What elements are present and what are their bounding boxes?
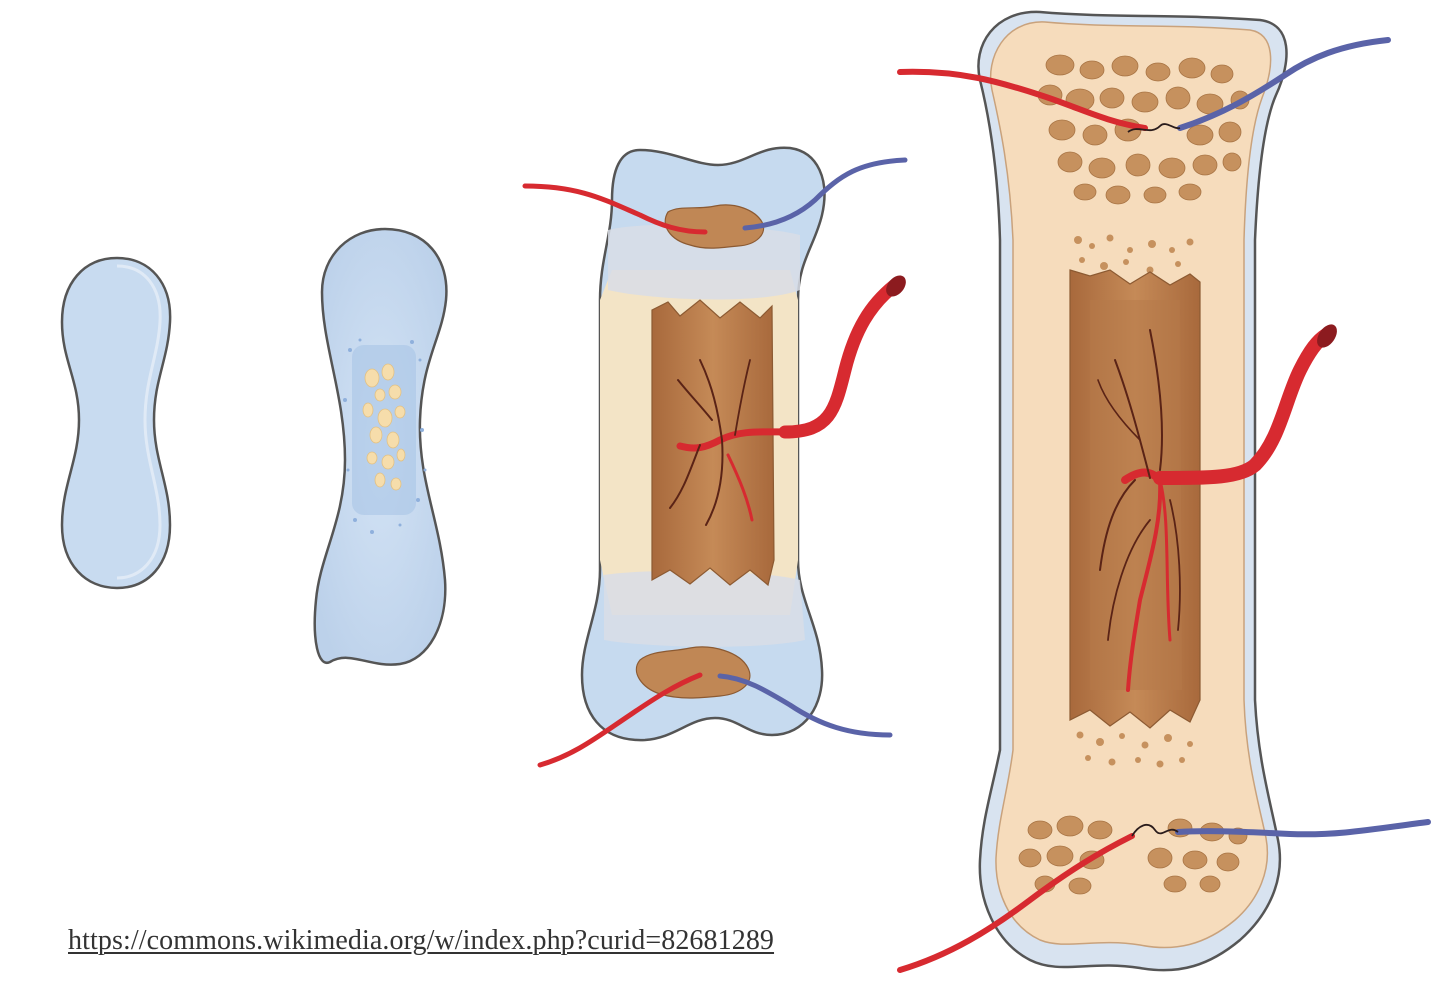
stage-4-lower-artery [897,833,1135,973]
stipple-dots [343,338,427,534]
stage-4-lower-fragments [1076,731,1193,768]
cartilage-highlight [116,264,162,580]
stage-3-lower-secondary-center [635,646,751,699]
lower-growth-zone [604,570,805,647]
stage-4-artery-opening [1317,324,1337,348]
stage-4-upper-vein [1177,37,1391,131]
stage-3-upper-artery [522,183,708,235]
stage-4-lower-capillaries [1131,823,1179,837]
stage-3-secondary-ossification [522,146,908,768]
cartilage-model-shape [60,256,172,590]
source-link[interactable]: https://commons.wikimedia.org/w/index.ph… [68,925,775,956]
stage-4-marrow-vessels [1097,329,1181,692]
stage-2-primary-ossification [313,227,448,666]
stage-4-nutrient-artery [1153,328,1333,485]
stage-4-lower-vein [1175,819,1431,838]
stage-4-upper-artery [897,68,1148,131]
stage-3-lower-artery [537,672,703,768]
stage-4-marrow-inner [1090,300,1182,690]
stage-3-nutrient-artery [778,278,902,439]
stage-1-cartilage-model [60,256,172,590]
stage-3-lower-vein [717,673,893,738]
stage-3-upper-secondary-center [664,204,765,249]
stage-3-artery-opening [886,275,906,297]
ossification-blobs [362,363,406,491]
stage-3-marrow-vessels [669,359,794,526]
stage-3-upper-vein [742,157,908,231]
stage-4-mature-bone [897,10,1431,973]
stage-4-upper-fragments [1074,234,1194,274]
stage-4-upper-capillaries [1127,123,1181,133]
